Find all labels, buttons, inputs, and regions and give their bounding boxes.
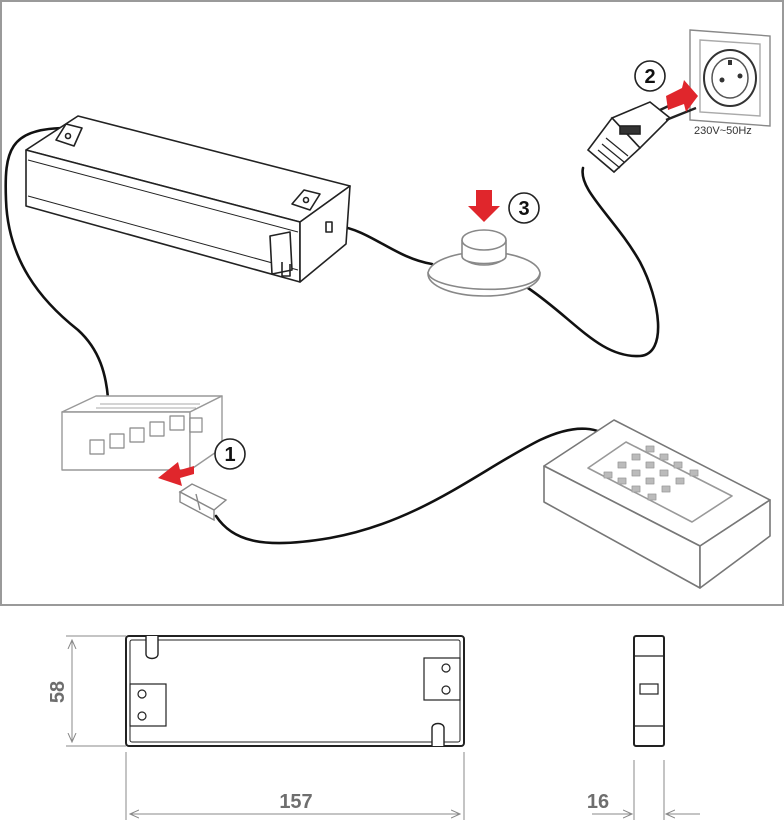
step-badge-2: 2 — [634, 60, 666, 92]
cable-connector-to-light — [214, 427, 614, 545]
step-arrows — [158, 80, 698, 486]
distributor-ports — [89, 415, 203, 455]
step-number-2: 2 — [644, 66, 655, 88]
cable-driver-to-distributor — [4, 126, 110, 400]
step-number-3: 3 — [518, 198, 529, 220]
dimension-length: 157 — [279, 791, 312, 813]
step-badge-1: 1 — [214, 438, 246, 470]
arrow-left-icon — [158, 462, 194, 486]
dimension-lines — [66, 635, 700, 820]
cables — [4, 126, 660, 545]
dimension-depth: 16 — [587, 791, 609, 813]
foot-switch — [427, 229, 541, 297]
step-badge-3: 3 — [508, 192, 540, 224]
socket-voltage-label: 230V~50Hz — [694, 125, 752, 137]
arrow-right-icon — [666, 80, 698, 112]
led-connector — [178, 483, 228, 522]
cable-switch-to-plug — [526, 166, 660, 358]
dimension-height: 58 — [47, 681, 69, 703]
led-dots — [603, 445, 699, 501]
distributor-vents — [96, 403, 200, 409]
cable-driver-to-switch — [336, 224, 434, 266]
arrow-down-icon — [468, 190, 500, 222]
led-driver — [25, 115, 351, 283]
driver-front-view — [125, 635, 465, 747]
led-spot-panel — [543, 419, 771, 589]
distributor-box — [61, 395, 223, 471]
driver-side-view — [633, 635, 665, 747]
wall-socket — [689, 29, 771, 127]
step-number-1: 1 — [224, 444, 235, 466]
